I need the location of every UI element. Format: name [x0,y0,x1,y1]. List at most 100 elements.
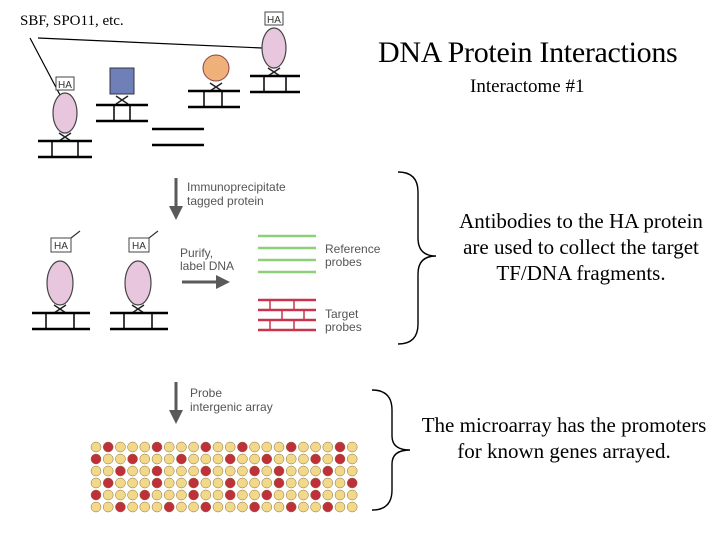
array-spot [346,489,358,501]
purify-label: label DNA [180,259,234,273]
array-spot [90,501,102,513]
reference-probes-label: Reference [325,242,381,256]
array-spot [249,477,260,489]
microarray-note: The microarray has the promoters for kno… [421,413,707,463]
array-spot [322,441,334,453]
array-spot [115,477,126,489]
array-spot [310,453,321,465]
immunoprecipitate-label: Immunoprecipitate [187,180,286,194]
target-probes-label: Target [325,307,359,321]
array-spot [200,453,212,465]
array-spot [115,465,126,477]
transcription-factor-label: SBF, SPO11, etc. [20,13,124,29]
array-spot [188,501,199,513]
array-spot [212,489,224,501]
slide-title: DNA Protein Interactions [378,36,678,69]
array-spot [310,441,321,453]
array-spot [224,441,236,453]
protein-pink [261,27,287,69]
array-spot [322,501,334,513]
protein-pink [52,92,78,134]
protein-pink [46,260,74,306]
array-spot [151,489,163,501]
array-spot [273,489,285,501]
array-spot [261,465,273,477]
array-spot [127,441,138,453]
array-spot [200,465,212,477]
array-spot [237,489,248,501]
array-spot [322,465,334,477]
ha-tag-label: HA [58,80,72,91]
array-spot [224,477,236,489]
array-spot [298,489,309,501]
array-spot [102,453,114,465]
array-spot [310,501,321,513]
ha-tag-label: HA [132,241,146,252]
leader-line-right [37,37,263,49]
antibody-line [70,230,81,239]
array-spot [346,477,358,489]
array-spot [224,501,236,513]
array-spot [176,489,187,501]
array-spot [212,501,224,513]
array-spot [273,453,285,465]
array-spot [163,489,175,501]
array-spot [249,441,260,453]
array-spot [188,453,199,465]
tagged-protein-middle-right [110,230,168,331]
array-spot [261,489,273,501]
array-spot [176,453,187,465]
array-spot [237,501,248,513]
array-spot [261,441,273,453]
tagged-protein-top-right [250,11,300,94]
target-probes-label: probes [325,320,362,334]
array-spot [212,441,224,453]
array-spot [322,477,334,489]
array-spot [102,441,114,453]
array-spot [151,501,163,513]
antibody-line [148,230,159,239]
array-spot [298,441,309,453]
array-spot [322,453,334,465]
array-spot [249,489,260,501]
array-spot [176,477,187,489]
array-spot [249,453,260,465]
array-spot [151,453,163,465]
array-spot [90,453,102,465]
immunoprecipitate-arrow [169,178,183,220]
array-spot [285,477,297,489]
slide-subtitle: Interactome #1 [470,76,585,97]
array-spot [346,465,358,477]
array-spot [273,501,285,513]
protein-orange [202,54,230,82]
array-spot [200,477,212,489]
array-spot [90,477,102,489]
probe-array-label: intergenic array [190,400,273,414]
array-spot [346,501,358,513]
array-spot [115,489,126,501]
array-spot [273,477,285,489]
ha-tag-box [128,237,150,253]
array-spot [90,465,102,477]
array-spot [261,477,273,489]
array-spot [102,501,114,513]
array-spot [224,489,236,501]
array-spot [127,489,138,501]
array-spot [224,465,236,477]
array-spot [285,501,297,513]
purify-arrow [182,275,230,289]
array-spot [200,441,212,453]
array-spot [334,453,346,465]
array-spot [102,465,114,477]
array-spot [151,441,163,453]
array-spot [322,489,334,501]
array-spot [163,441,175,453]
array-spot [188,489,199,501]
array-spot [237,441,248,453]
array-spot [346,453,358,465]
array-spot [261,501,273,513]
reference-probes [258,234,316,274]
array-spot [176,465,187,477]
array-spot [298,453,309,465]
